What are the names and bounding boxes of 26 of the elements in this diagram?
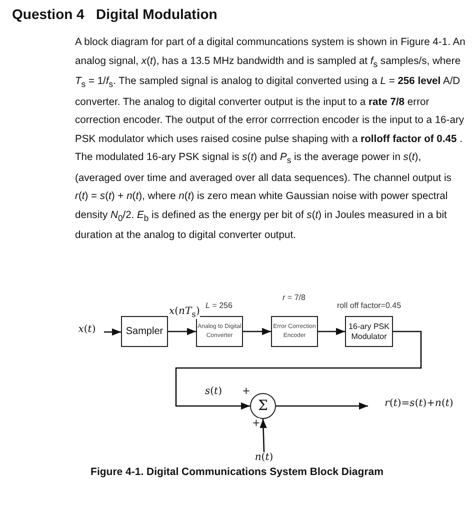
block-label: Sampler [126, 326, 164, 337]
process-box [196, 316, 243, 347]
arrow [260, 418, 267, 452]
plus-sign: + [242, 386, 250, 397]
arrow [318, 328, 345, 336]
arrow [104, 328, 121, 336]
arrow [168, 328, 196, 336]
question-heading: Question 4 Digital Modulation [12, 6, 218, 22]
parameter-label: r = 7/8 [282, 293, 306, 302]
process-box [271, 316, 318, 347]
edge-label: x(nT$_{s}$) [169, 306, 200, 319]
arrow [276, 402, 368, 410]
parameter-label: roll off factor=0.45 [336, 301, 402, 310]
process-box [121, 316, 168, 347]
arrow [243, 328, 271, 336]
plus-sign: + [252, 418, 260, 429]
question-paragraph: A block diagram for part of a digital communcations system is shown in Figure 4-1. An analog signal, x(t), has a 13.5 MHz bandwidth and is sampled at f$_{s}$ samples/s, where T$_{s}$ = 1/f$_{s}$. The sampled signal is analog to digital converted using a L = 256 level A/D converter. The analog to digital converter output is the input to a rate 7/8 error correction encoder. The output of the error corrrection encoder is the input to a 16-ary PSK modulator which uses raised cosine pulse shaping with a rolloff factor of 0.45 . The modulated 16-ary PSK signal is s(t) and P$_{s}$ is the average power in s(t), (averaged over time and averaged over all data sequences). The channel output is r(t) = s(t) + n(t), where n(t) is zero mean white Gaussian noise with power spectral density N$_{0}$/2. E$_{b}$ is defined as the energy per bit of s(t) in Joules measured in a bit duration at the analog to digital converter output. [75, 36, 466, 244]
signal-label: n(t) [252, 452, 276, 466]
figure-caption: Figure 4-1. Digital Communications System Block Diagram [90, 466, 384, 478]
signal-label: r(t)=s(t)+n(t) [368, 398, 470, 414]
parameter-label: L = 256 [204, 301, 234, 310]
process-box [345, 316, 393, 347]
arrow [175, 330, 422, 410]
edge-label: s(t) [205, 386, 222, 397]
block-label: 16-ary PSK Modulator [348, 322, 390, 342]
signal-label: x(t) [70, 324, 104, 340]
